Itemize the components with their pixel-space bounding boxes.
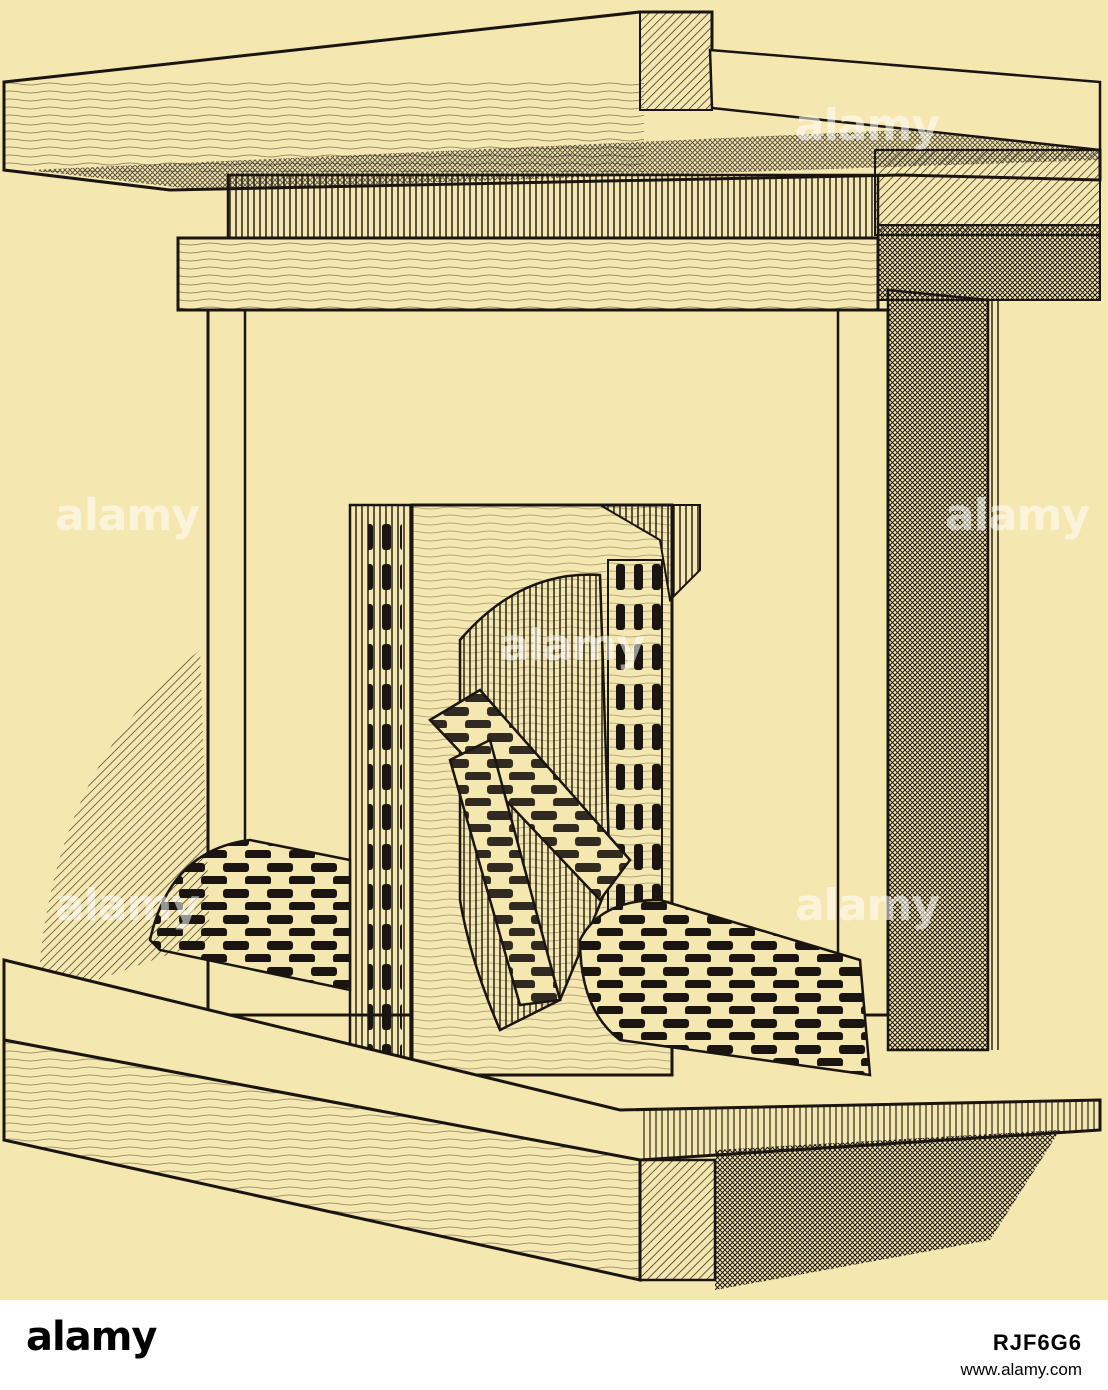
brand-part-1: alamy <box>26 1314 157 1360</box>
watermark-text: alamy <box>795 880 940 931</box>
beehive-engraving <box>0 0 1108 1300</box>
site-url[interactable]: www.alamy.com <box>960 1360 1082 1379</box>
watermark-text: alamy <box>795 100 940 151</box>
watermark-text: alamy <box>500 620 645 671</box>
image-code: RJF6G6 <box>992 1330 1082 1355</box>
watermark-text: alamy <box>55 490 200 541</box>
engraving-illustration: alamy alamy alamy alamy alamy alamy <box>0 0 1108 1300</box>
alamy-logo: alamy <box>26 1314 157 1360</box>
stock-footer: alamy RJF6G6 www.alamy.com <box>0 1300 1108 1390</box>
watermark-text: alamy <box>945 490 1090 541</box>
watermark-text: alamy <box>55 880 200 931</box>
